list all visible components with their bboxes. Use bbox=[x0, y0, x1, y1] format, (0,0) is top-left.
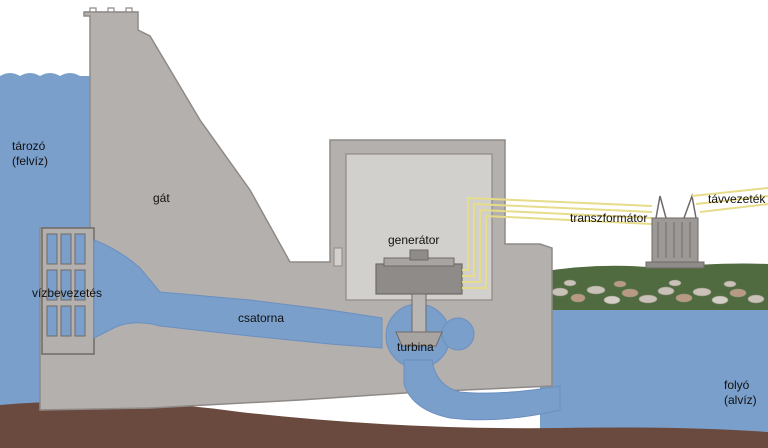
label-reservoir-2: (felvíz) bbox=[12, 154, 48, 168]
turbine-shaft bbox=[411, 293, 427, 335]
label-power-line: távvezeték bbox=[708, 192, 766, 206]
power-cables bbox=[462, 196, 653, 289]
grass-bank bbox=[540, 263, 768, 310]
label-river-2: (alvíz) bbox=[724, 393, 757, 407]
generator-machine bbox=[375, 249, 463, 295]
label-intake: vízbevezetés bbox=[32, 286, 102, 300]
label-transformer: transzformátor bbox=[570, 211, 647, 225]
power-line bbox=[691, 187, 768, 213]
draft-tube bbox=[403, 359, 561, 421]
gravel-stones bbox=[551, 279, 765, 305]
label-turbine: turbina bbox=[397, 340, 434, 354]
turbine-runner bbox=[395, 331, 443, 347]
dam-crest bbox=[84, 7, 138, 13]
intake-grate bbox=[41, 227, 95, 355]
label-penstock: csatorna bbox=[238, 311, 284, 325]
label-reservoir-1: tározó bbox=[12, 139, 46, 153]
turbine-side-chamber bbox=[441, 317, 475, 351]
label-generator: generátor bbox=[388, 233, 439, 247]
penstock-channel bbox=[93, 239, 383, 349]
hall-window bbox=[333, 247, 343, 267]
label-dam: gát bbox=[153, 191, 170, 205]
transformer bbox=[645, 193, 705, 269]
river-water bbox=[540, 308, 768, 438]
label-river-1: folyó bbox=[724, 378, 750, 392]
riverbed-ground bbox=[0, 401, 768, 448]
